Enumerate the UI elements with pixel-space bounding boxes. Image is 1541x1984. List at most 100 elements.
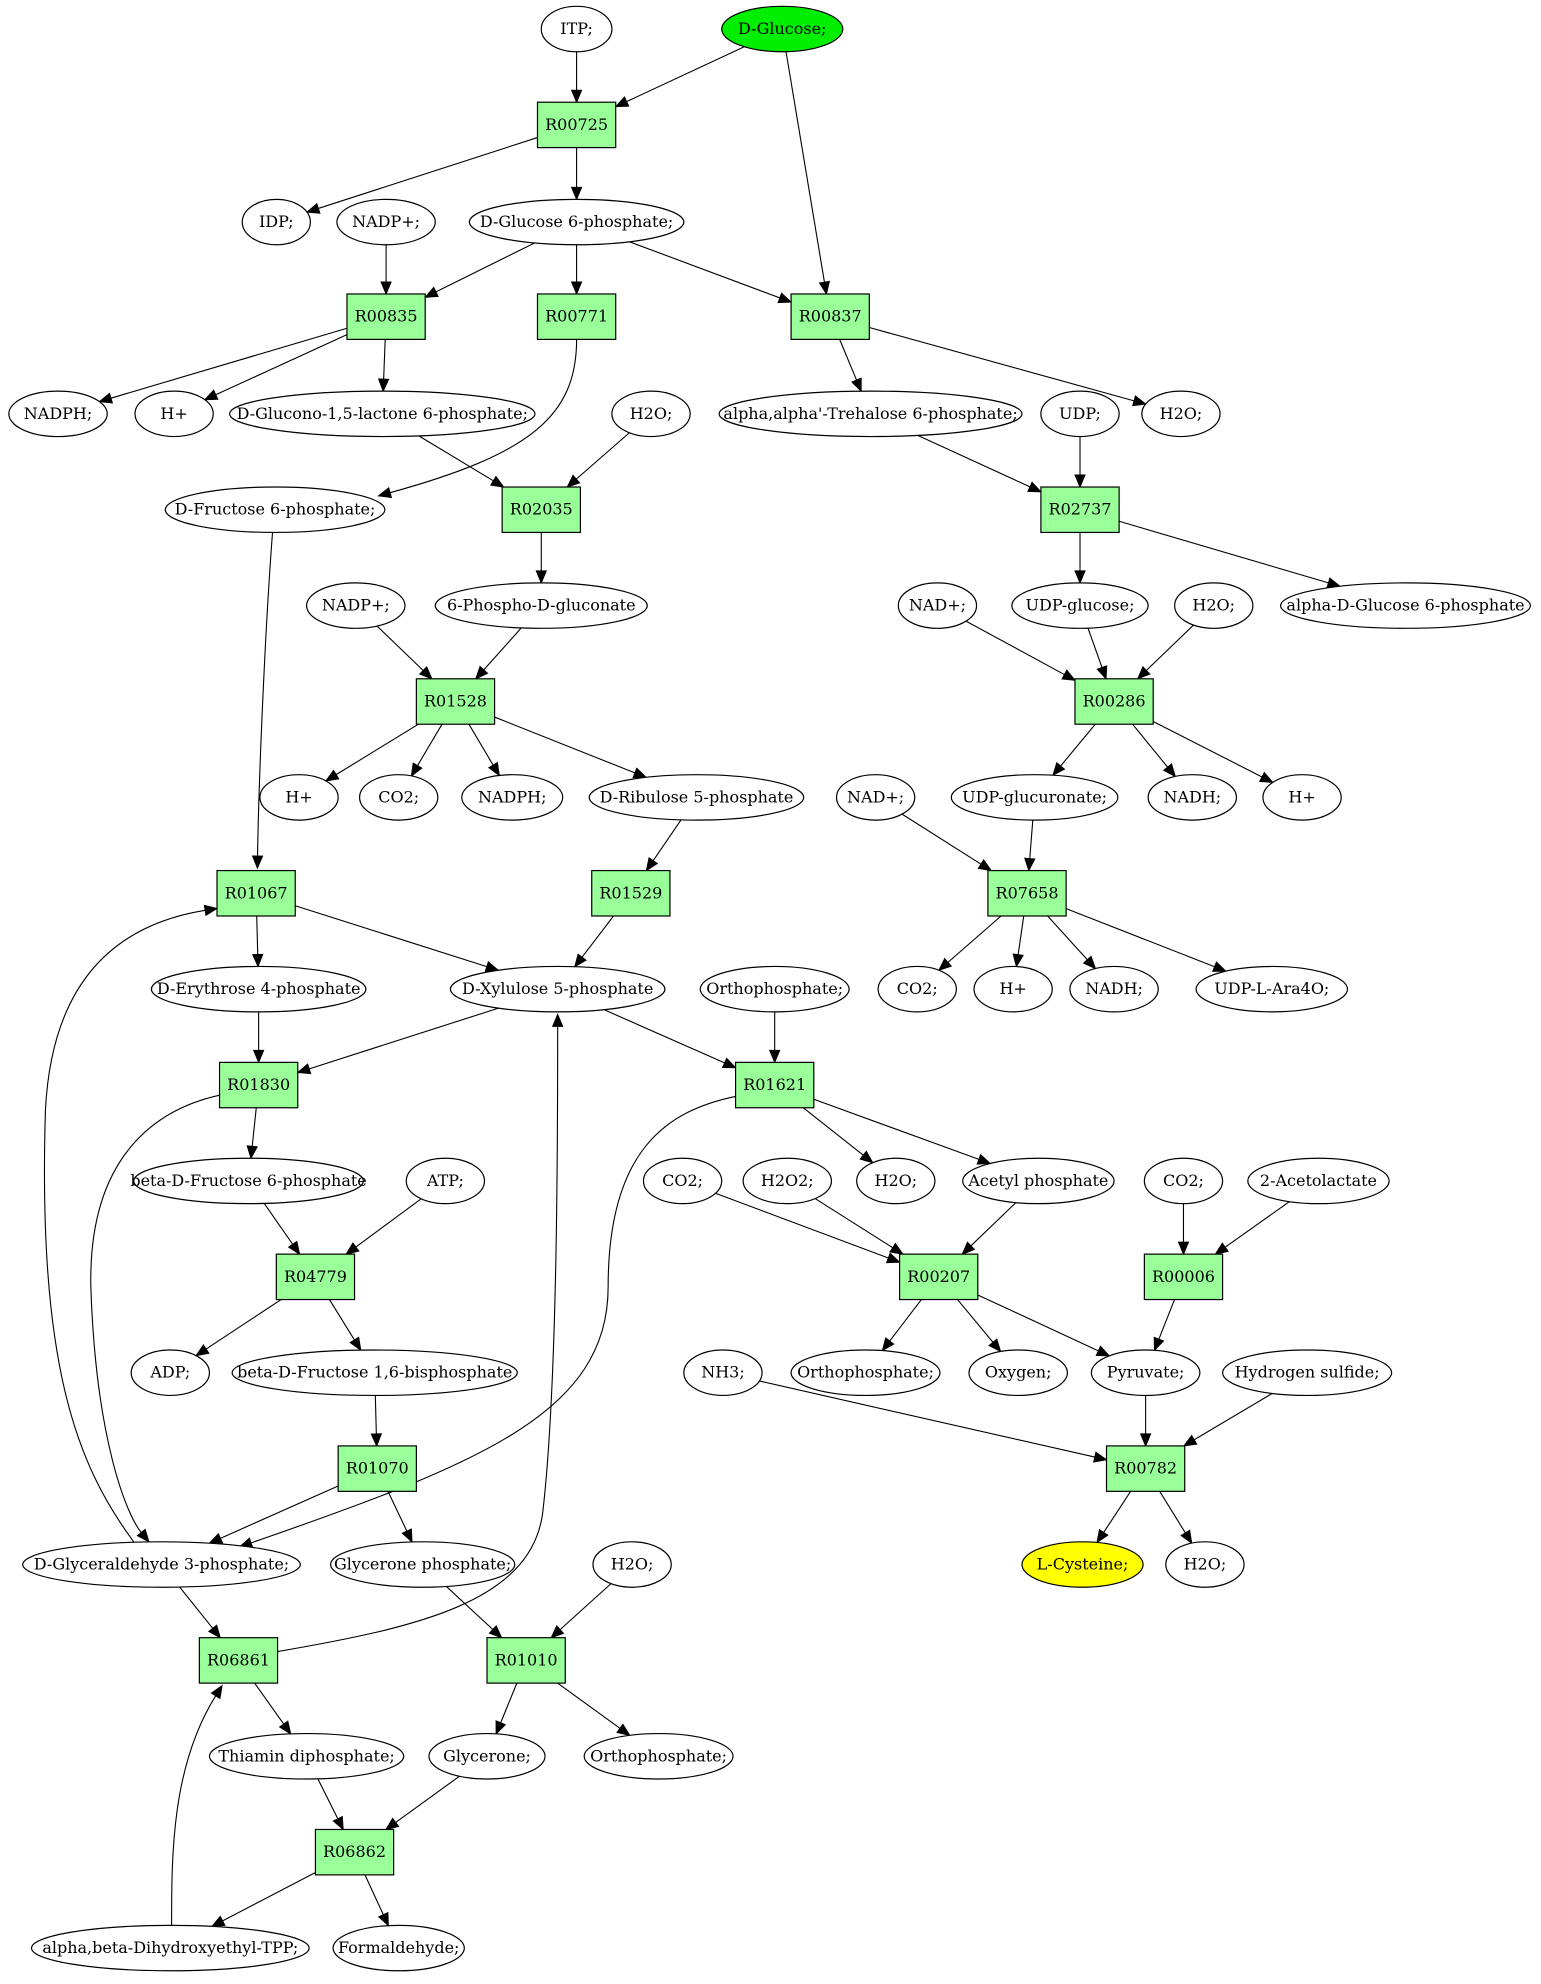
compound-node-co2: CO2; [642, 1157, 723, 1205]
arrowhead [287, 1240, 301, 1256]
node-label: D-Glucose; [738, 19, 826, 38]
arrowhead [246, 1145, 258, 1160]
node-label: Oxygen; [985, 1363, 1052, 1382]
compound-node-nadh: NADH; [1069, 965, 1159, 1013]
edge-line [395, 1775, 460, 1823]
node-label: R01830 [227, 1075, 290, 1094]
arrowhead [1095, 1345, 1111, 1357]
arrowhead [1074, 570, 1086, 585]
arrowhead [195, 1343, 210, 1357]
arrowhead [278, 1720, 292, 1735]
arrowhead [1212, 961, 1227, 972]
edge-line [1152, 720, 1263, 778]
edge-line [500, 1682, 518, 1723]
arrowhead [488, 1624, 503, 1639]
edge-line [387, 1491, 408, 1532]
arrowhead [777, 292, 793, 304]
arrowhead [1182, 1434, 1198, 1447]
edge-r04779-to-fbp [329, 1299, 362, 1352]
arrowhead [1074, 474, 1086, 489]
node-label: H2O; [1184, 1555, 1227, 1574]
compound-node-6-phospho-d-gluconate: 6-Phospho-D-gluconate [434, 582, 648, 629]
edge-r07658-to-nadh_2 [1047, 915, 1097, 970]
compound-node-alpha-beta-dihydroxyethyl-tpp: alpha,beta-Dihydroxyethyl-TPP; [30, 1924, 310, 1972]
arrowhead [332, 1815, 344, 1831]
node-label: H2O; [1160, 404, 1203, 423]
reaction-box [218, 1061, 299, 1109]
compound-ellipse [241, 198, 311, 246]
compound-ellipse [897, 582, 978, 629]
arrowhead [645, 857, 659, 872]
compound-node-udp-glucuronate: UDP-glucuronate; [950, 774, 1119, 821]
edge-bf6p-to-r04779 [263, 1203, 301, 1256]
edge-r04779-to-adp [195, 1299, 282, 1357]
arrowhead [1027, 481, 1043, 493]
arrowhead [1258, 771, 1274, 783]
edge-line [335, 723, 419, 776]
reaction-node-r01528: R01528 [415, 678, 496, 725]
edge-line [869, 326, 1135, 402]
node-label: R00006 [1152, 1267, 1215, 1286]
compound-node-2-acetolactate: 2-Acetolactate [1247, 1157, 1390, 1205]
arrowhead [251, 953, 264, 968]
node-label: 2-Acetolactate [1260, 1171, 1377, 1190]
reaction-box [275, 1253, 356, 1301]
edge-dglucose-to-r00837 [785, 51, 831, 296]
node-label: Hydrogen sulfide; [1235, 1363, 1380, 1382]
compound-node-co2: CO2; [877, 965, 957, 1013]
compound-node-h: H+ [1262, 774, 1342, 821]
arrowhead [1093, 1451, 1108, 1463]
compound-ellipse [583, 1732, 734, 1780]
node-label: R07658 [996, 883, 1059, 902]
edge-line [494, 716, 636, 774]
compound-node-udp-glucose: UDP-glucose; [1011, 582, 1149, 629]
node-label: IDP; [259, 212, 294, 231]
node-label: R02035 [510, 500, 573, 519]
edge-r00771-to-f6p [377, 339, 578, 499]
edge-line [435, 242, 535, 293]
edge-line [803, 1107, 864, 1156]
edge-f6p-to-r01067 [251, 532, 274, 870]
edge-r07658-to-hplus_4 [1012, 915, 1025, 968]
edge-g6p-to-r00837 [629, 241, 793, 304]
node-label: D-Glucose 6-phosphate; [480, 212, 673, 231]
edge-line [483, 627, 522, 671]
compound-node-nadp: NADP+; [336, 198, 436, 246]
compound-node-h2o: H2O; [856, 1157, 936, 1205]
compound-ellipse [1040, 390, 1120, 438]
edge-line [254, 1682, 285, 1725]
arrowhead [410, 762, 423, 778]
arrowhead [370, 1433, 383, 1448]
edge-line [947, 915, 1002, 963]
arrowhead [818, 280, 831, 296]
arrowhead [1153, 1336, 1165, 1352]
node-label: Orthophosphate; [797, 1363, 934, 1382]
reaction-node-r00725: R00725 [536, 101, 617, 149]
edge-line [977, 1294, 1099, 1352]
node-label: Orthophosphate; [590, 1746, 727, 1765]
edge-fbp-to-r01070 [370, 1395, 383, 1448]
edge-line [90, 1094, 220, 1533]
edge-line [179, 1586, 214, 1629]
compound-ellipse [642, 1157, 723, 1205]
node-label: NAD+; [909, 596, 966, 615]
node-label: CO2; [1163, 1171, 1204, 1190]
compound-node-h2o: H2O; [1174, 582, 1254, 629]
compound-ellipse [449, 965, 666, 1013]
edge-r01070-to-dhap [387, 1491, 413, 1544]
compound-ellipse [8, 390, 108, 438]
compound-node-nadh: NADH; [1147, 774, 1238, 821]
arrowhead [1096, 665, 1108, 681]
edge-line [251, 1107, 257, 1147]
edge-line [785, 51, 825, 283]
node-label: H2O2; [761, 1171, 814, 1190]
arrowhead [377, 1911, 389, 1927]
arrowhead [988, 1338, 1002, 1353]
arrowhead [859, 1150, 874, 1164]
node-label: CO2; [662, 1171, 703, 1190]
arrowhead [881, 1337, 895, 1352]
reaction-node-r06862: R06862 [314, 1828, 395, 1876]
arrowhead [377, 378, 390, 393]
reaction-node-r01010: R01010 [486, 1637, 566, 1684]
arrowhead [401, 1528, 413, 1544]
